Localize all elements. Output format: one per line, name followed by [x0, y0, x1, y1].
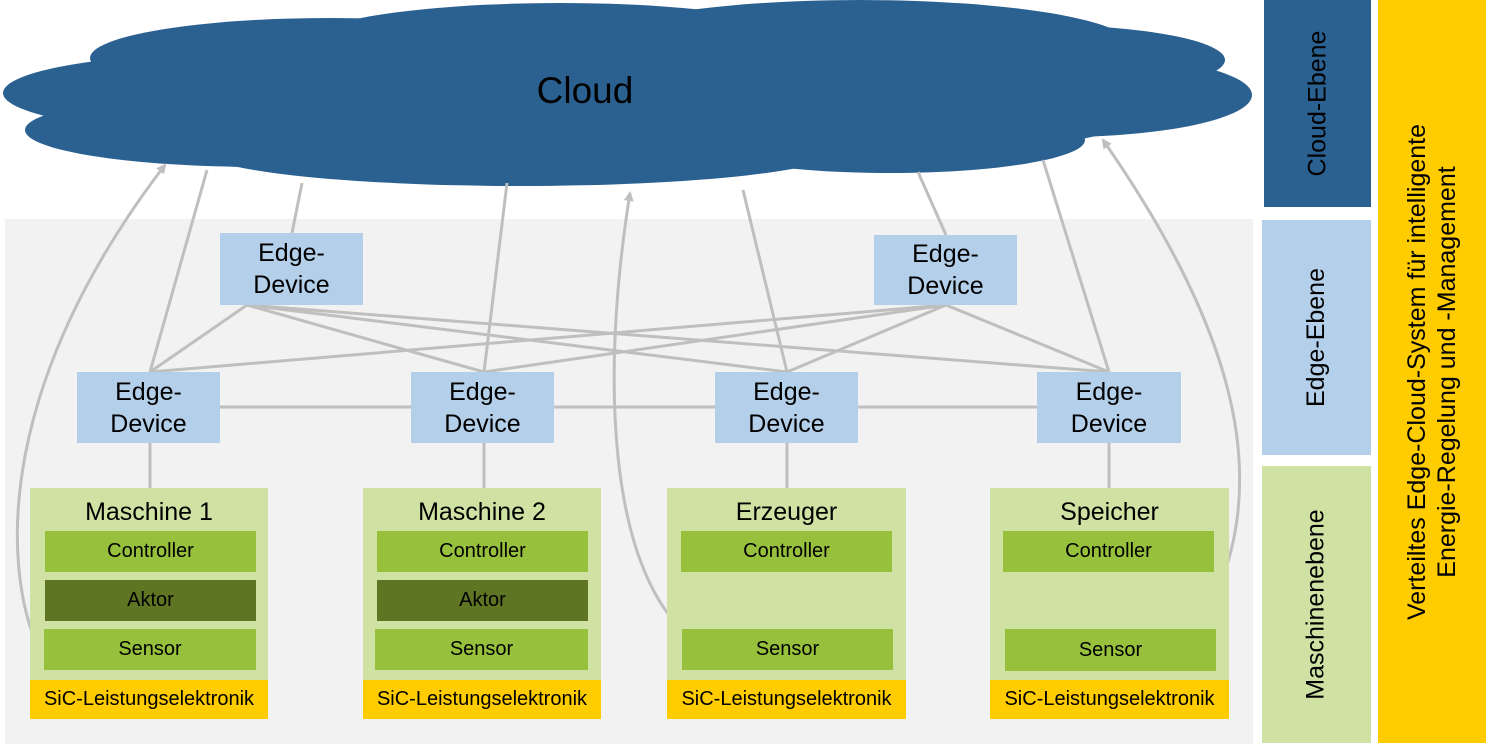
link-edgeTR-edge3: [786, 303, 947, 374]
power-electronics-4: SiC-Leistungselektronik: [990, 680, 1229, 719]
link-cloud-edge3: [741, 189, 789, 373]
link-cloud-edge2: [482, 182, 509, 373]
arrow-erzeuger-sensor-cloud: [612, 191, 685, 633]
link-cloud-edge1: [148, 169, 209, 373]
power-electronics-1: SiC-Leistungselektronik: [30, 680, 268, 719]
machine-title: Speicher: [1060, 498, 1159, 526]
link-edgeTR-edge1: [149, 303, 947, 374]
machine-title: Maschine 1: [85, 498, 213, 526]
controller-block[interactable]: Controller: [1003, 531, 1214, 572]
link-edgeTL-edge2: [246, 303, 485, 374]
sensor-block[interactable]: Sensor: [682, 629, 893, 670]
layer-label-cloud: Cloud-Ebene: [1264, 0, 1371, 207]
link-edgeTR-edge2: [483, 303, 947, 374]
sensor-block[interactable]: Sensor: [44, 629, 256, 670]
controller-block[interactable]: Controller: [377, 531, 588, 572]
system-title-text: Verteiltes Edge-Cloud-System für intelli…: [1403, 123, 1461, 620]
cloud-shape: [3, 0, 1252, 186]
sensor-block[interactable]: Sensor: [375, 629, 588, 670]
layer-label-edge: Edge-Ebene: [1262, 220, 1371, 455]
link-edgeTL-edge3: [246, 303, 788, 374]
layer-label-machine: Maschinenebene: [1262, 466, 1371, 743]
system-title-banner: Verteiltes Edge-Cloud-System für intelli…: [1378, 0, 1486, 743]
connector-lines: [15, 138, 1242, 649]
machine-erzeuger[interactable]: Erzeuger Controller Sensor: [667, 488, 906, 680]
machine-speicher[interactable]: Speicher Controller Sensor: [990, 488, 1229, 680]
edge-device-2[interactable]: Edge- Device: [411, 372, 554, 443]
edge-device-4[interactable]: Edge- Device: [1037, 372, 1181, 443]
cloud-label: Cloud: [536, 70, 634, 111]
actuator-block[interactable]: Aktor: [45, 580, 256, 621]
layer-label-cloud-text: Cloud-Ebene: [1303, 30, 1331, 177]
arrow-sensor1-cloud: [15, 163, 167, 649]
power-electronics-3: SiC-Leistungselektronik: [667, 680, 906, 719]
controller-block[interactable]: Controller: [45, 531, 256, 572]
link-cloud-edgeTR: [916, 171, 948, 236]
layer-label-machine-text: Maschinenebene: [1302, 509, 1331, 700]
machine-title: Erzeuger: [735, 498, 838, 526]
link-edgeTL-edge4: [246, 303, 1110, 374]
link-cloud-edgeTL: [290, 182, 304, 234]
link-edgeTL-edge1: [149, 303, 248, 374]
edge-device-top-left[interactable]: Edge- Device: [220, 233, 363, 305]
layer-label-edge-text: Edge-Ebene: [1302, 267, 1331, 408]
machine-2[interactable]: Maschine 2 Controller Aktor Sensor: [363, 488, 601, 680]
actuator-block[interactable]: Aktor: [377, 580, 588, 621]
sensor-block[interactable]: Sensor: [1005, 629, 1216, 671]
link-cloud-edge4: [1041, 159, 1111, 373]
link-edgeTR-edge4: [945, 303, 1110, 374]
edge-device-top-right[interactable]: Edge- Device: [874, 235, 1017, 305]
edge-device-1[interactable]: Edge- Device: [77, 372, 220, 443]
edge-device-3[interactable]: Edge- Device: [715, 372, 858, 443]
machine-1[interactable]: Maschine 1 Controller Aktor Sensor: [30, 488, 268, 680]
power-electronics-2: SiC-Leistungselektronik: [363, 680, 601, 719]
controller-block[interactable]: Controller: [681, 531, 892, 572]
machine-title: Maschine 2: [418, 498, 546, 526]
